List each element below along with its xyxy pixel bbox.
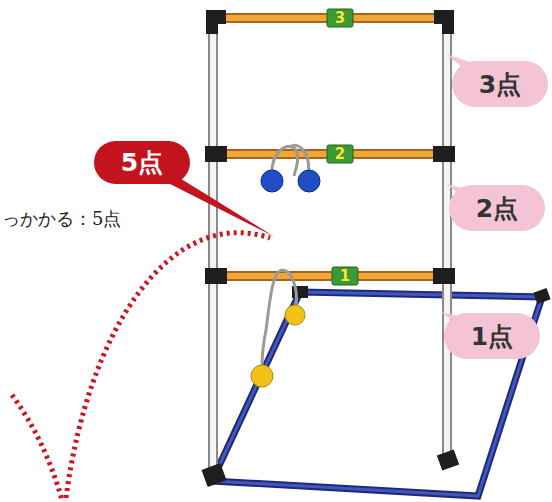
- rule-note: っかかる：5点: [2, 207, 121, 231]
- ladder-posts: [213, 16, 447, 476]
- rung-number: 3: [335, 9, 345, 27]
- rung-number: 1: [340, 267, 350, 285]
- bubble-body: [452, 61, 548, 107]
- throw-trajectory: [12, 233, 270, 500]
- rung-number: 2: [335, 145, 345, 163]
- blue-bola: [261, 145, 320, 192]
- score-text: 1点: [471, 320, 513, 353]
- tag-body: [327, 145, 353, 163]
- joints: [202, 10, 551, 487]
- score-text: 5点: [121, 146, 163, 179]
- ladder-rungs: [213, 18, 447, 276]
- bubble-body: [94, 141, 190, 184]
- score-bubble: 2点: [449, 185, 545, 231]
- rung-tag: 2: [327, 145, 353, 163]
- base-frame: [212, 292, 542, 496]
- bubble-body: [449, 185, 545, 231]
- score-bubble: 5点: [94, 141, 190, 184]
- tag-body: [332, 267, 358, 285]
- score-bubble: 1点: [444, 313, 540, 359]
- rung-tag: 1: [332, 267, 358, 285]
- score-text: 2点: [476, 192, 518, 225]
- tag-body: [327, 9, 353, 27]
- score-bubble: 3点: [452, 61, 548, 107]
- rung-tag: 3: [327, 9, 353, 27]
- score-text: 3点: [479, 68, 521, 101]
- yellow-bola: [251, 270, 305, 387]
- bubble-body: [444, 313, 540, 359]
